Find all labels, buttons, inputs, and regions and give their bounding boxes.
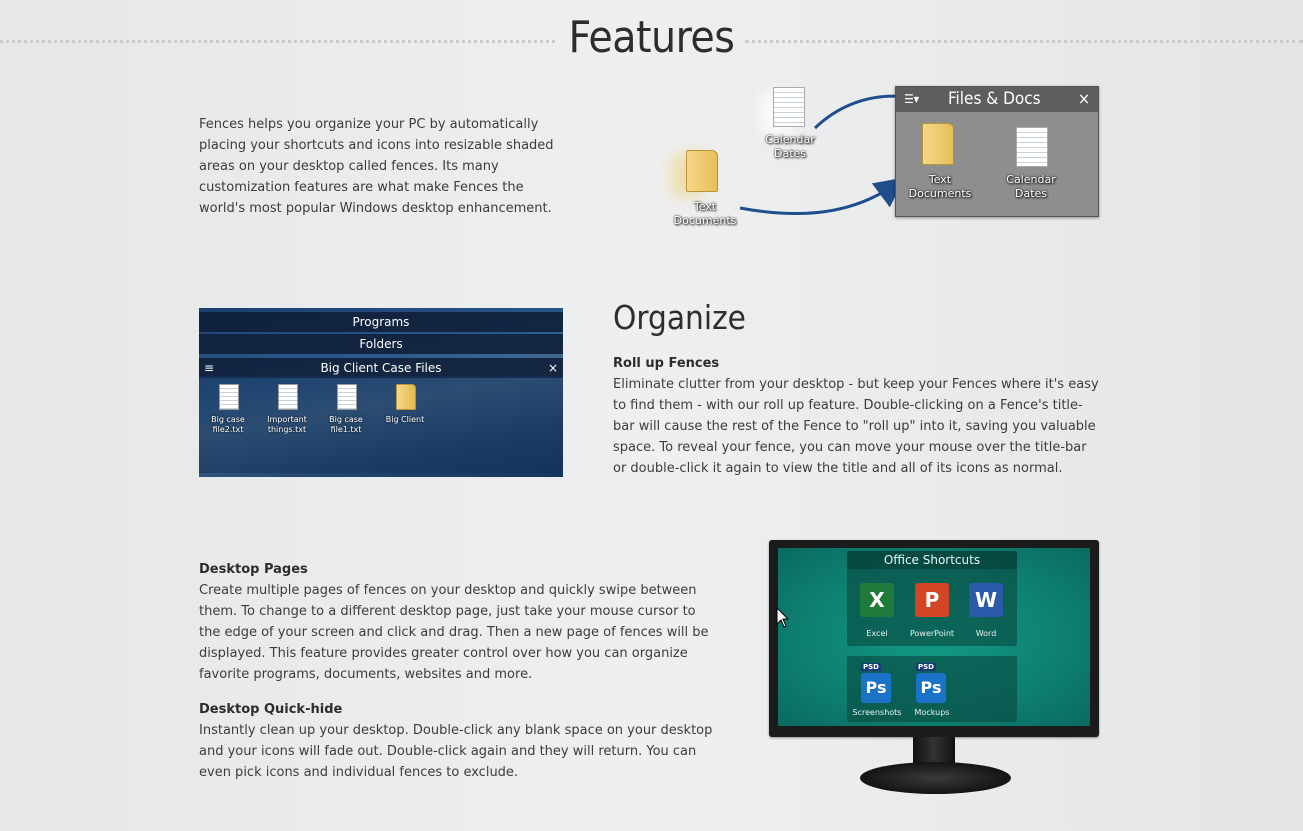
rollup-screenshot: Programs Folders ≡ Big Client Case Files… <box>199 308 563 477</box>
office-shortcuts-title: Office Shortcuts <box>847 551 1017 569</box>
fence-menu-icon[interactable]: ☰▾ <box>904 92 920 106</box>
powerpoint-label: PowerPoint <box>909 629 955 638</box>
photoshop-icon[interactable]: Ps <box>861 673 891 703</box>
folder-icon[interactable] <box>922 123 954 165</box>
close-icon[interactable]: × <box>1077 89 1090 108</box>
word-label: Word <box>975 629 997 638</box>
desktop-pages-subheading: Desktop Pages <box>199 562 308 577</box>
monitor-screen: Office Shortcuts X Excel P PowerPoint W … <box>778 548 1090 726</box>
files-docs-fence[interactable]: ☰▾ Files & Docs × Text Documents Calenda… <box>895 86 1099 217</box>
rollup-subheading: Roll up Fences <box>613 356 720 371</box>
psd-fence[interactable]: PSD Ps Screenshots PSD Ps Mockups <box>847 656 1017 722</box>
fenced-calendar-label: Calendar Dates <box>1006 173 1056 200</box>
monitor-stand-base <box>860 762 1011 794</box>
intro-text: Fences helps you organize your PC by aut… <box>199 117 554 216</box>
organize-heading: Organize <box>613 298 746 337</box>
folders-fence-bar[interactable]: Folders <box>199 334 563 354</box>
close-icon[interactable]: × <box>547 361 558 375</box>
text-file-icon[interactable] <box>1016 127 1048 167</box>
mouse-cursor-icon <box>776 607 790 628</box>
big-client-fence-body <box>199 376 563 473</box>
excel-icon[interactable]: X <box>860 583 894 617</box>
photoshop-icon[interactable]: Ps <box>916 673 946 703</box>
excel-label: Excel <box>866 629 888 638</box>
rollup-text: Eliminate clutter from your desktop - bu… <box>613 377 1099 476</box>
big-client-fence-bar[interactable]: ≡ Big Client Case Files × <box>199 358 563 378</box>
psd-badge: PSD <box>861 663 881 671</box>
text-file-icon[interactable] <box>278 384 298 410</box>
quick-hide-text: Instantly clean up your desktop. Double-… <box>199 723 713 780</box>
loose-documents-label: Text Documents <box>673 200 737 227</box>
screenshots-label: Screenshots <box>852 708 902 717</box>
icon-label: Big Client <box>385 415 425 424</box>
psd-badge: PSD <box>916 663 936 671</box>
powerpoint-icon[interactable]: P <box>915 583 949 617</box>
programs-fence-bar[interactable]: Programs <box>199 312 563 332</box>
arrow-to-documents <box>739 177 905 216</box>
text-file-icon[interactable] <box>773 87 805 127</box>
big-client-fence-title: Big Client Case Files <box>320 361 442 375</box>
title-divider-left <box>0 40 555 43</box>
desktop-pages-text: Create multiple pages of fences on your … <box>199 583 709 682</box>
text-file-icon[interactable] <box>219 384 239 410</box>
fence-title: Files & Docs <box>948 89 1041 109</box>
quick-hide-subheading: Desktop Quick-hide <box>199 702 343 717</box>
monitor-illustration: Office Shortcuts X Excel P PowerPoint W … <box>769 540 1099 737</box>
menu-icon[interactable]: ≡ <box>204 361 215 375</box>
text-file-icon[interactable] <box>337 384 357 410</box>
fenced-documents-label: Text Documents <box>908 173 972 200</box>
word-icon[interactable]: W <box>969 583 1003 617</box>
office-shortcuts-fence[interactable]: Office Shortcuts X Excel P PowerPoint W … <box>847 551 1017 646</box>
folder-icon[interactable] <box>396 384 416 410</box>
title-divider-right <box>745 40 1303 43</box>
page-title: Features <box>568 12 735 63</box>
fence-title-bar[interactable]: ☰▾ Files & Docs × <box>896 87 1098 112</box>
folder-icon[interactable] <box>686 150 718 192</box>
loose-calendar-label: Calendar Dates <box>765 133 815 160</box>
mockups-label: Mockups <box>914 708 950 717</box>
